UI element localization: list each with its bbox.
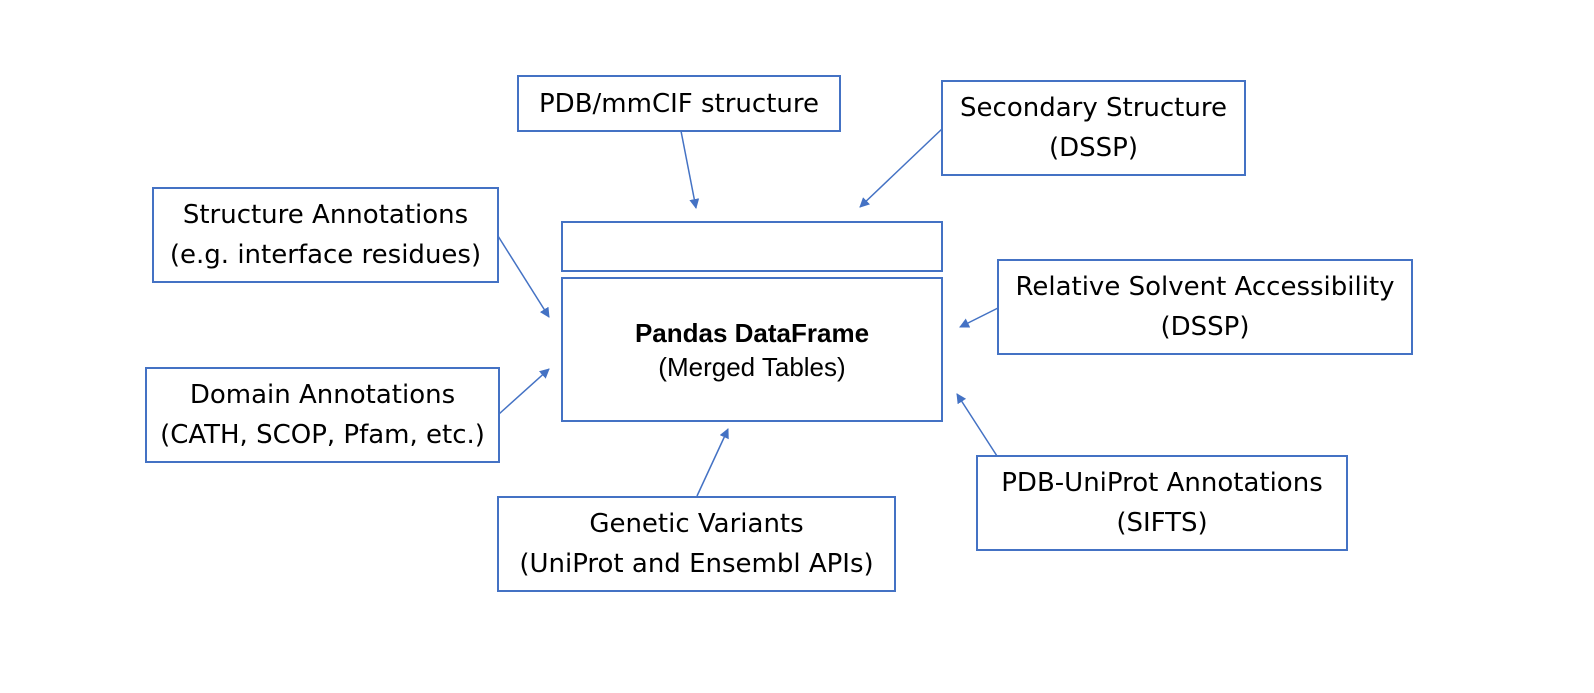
dataframe-title: Pandas DataFrame xyxy=(634,317,870,348)
secondary-structure-source: (DSSP) xyxy=(1049,133,1138,163)
solvent-accessibility-source: (DSSP) xyxy=(1160,312,1250,342)
genetic-variants-label: Genetic Variants xyxy=(589,509,804,539)
genetic-variants-box: Genetic Variants (UniProt and Ensembl AP… xyxy=(497,496,896,592)
dataframe-box: Pandas DataFrame (Merged Tables) xyxy=(561,277,943,422)
secondary-structure-box: Secondary Structure (DSSP) xyxy=(941,80,1246,176)
dataframe-subtitle: (Merged Tables) xyxy=(658,351,846,382)
secondary-structure-label: Secondary Structure xyxy=(960,93,1227,123)
arrow-solvent-accessibility xyxy=(959,307,999,328)
arrow-domain-annotations xyxy=(498,368,550,415)
domain-annotations-box: Domain Annotations (CATH, SCOP, Pfam, et… xyxy=(145,367,500,463)
arrow-uniprot-annotations xyxy=(956,393,998,457)
genetic-variants-source: (UniProt and Ensembl APIs) xyxy=(519,549,874,579)
dataframe-header-box xyxy=(561,221,943,272)
solvent-accessibility-label: Relative Solvent Accessibility xyxy=(1015,272,1395,302)
arrow-structure-annotations xyxy=(497,235,550,318)
uniprot-annotations-box: PDB-UniProt Annotations (SIFTS) xyxy=(976,455,1348,551)
uniprot-annotations-label: PDB-UniProt Annotations xyxy=(1001,468,1323,498)
arrow-pdb-structure xyxy=(680,130,700,209)
domain-annotations-label: Domain Annotations xyxy=(189,380,456,410)
pdb-structure-box: PDB/mmCIF structure xyxy=(517,75,841,132)
solvent-accessibility-box: Relative Solvent Accessibility (DSSP) xyxy=(997,259,1413,355)
structure-annotations-label: Structure Annotations xyxy=(182,200,469,230)
domain-annotations-source: (CATH, SCOP, Pfam, etc.) xyxy=(160,420,485,450)
uniprot-annotations-source: (SIFTS) xyxy=(1116,508,1208,538)
arrow-secondary-structure xyxy=(859,127,944,208)
structure-annotations-box: Structure Annotations (e.g. interface re… xyxy=(152,187,499,283)
arrow-genetic-variants xyxy=(696,428,729,497)
pdb-structure-label: PDB/mmCIF structure xyxy=(539,88,819,119)
structure-annotations-source: (e.g. interface residues) xyxy=(169,240,482,270)
